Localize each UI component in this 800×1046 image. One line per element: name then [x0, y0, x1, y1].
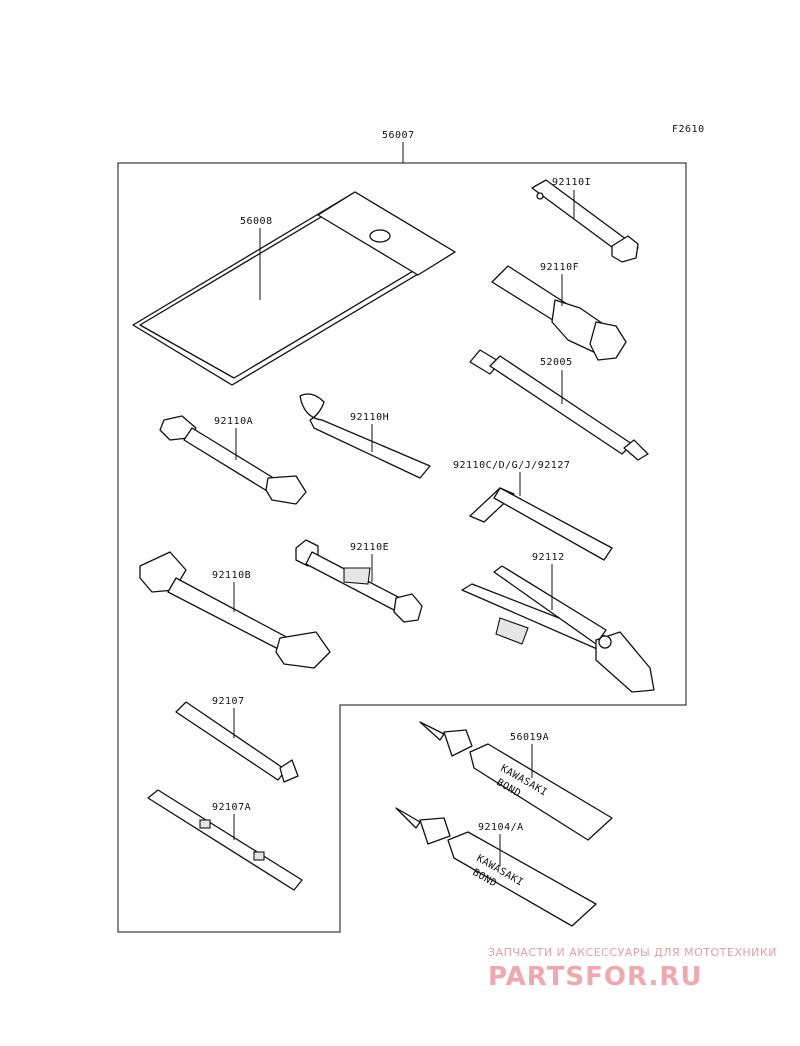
figure-code: F2610: [672, 124, 705, 135]
label-92110H: 92110H: [350, 412, 389, 423]
hex-wrench-set: [469, 487, 613, 561]
screwdriver-92107A: [147, 789, 303, 891]
tube-wrench-92110I: [531, 179, 639, 263]
label-56007: 56007: [382, 130, 415, 141]
bond-tube-92104A: KAWASAKI BOND: [395, 807, 597, 927]
watermark-tagline: ЗАПЧАСТИ И АКСЕССУАРЫ ДЛЯ МОТОТЕХНИКИ: [488, 946, 777, 959]
tool-pouch: [132, 191, 456, 386]
label-92112: 92112: [532, 552, 565, 563]
pliers-92112: [461, 565, 655, 693]
label-92107A: 92107A: [212, 802, 251, 813]
label-92110A: 92110A: [214, 416, 253, 427]
label-92110B: 92110B: [212, 570, 251, 581]
kit-boundary: [117, 162, 687, 933]
label-92110I: 92110I: [552, 177, 591, 188]
open-wrench-92110A: [159, 415, 307, 505]
label-56019A: 56019A: [510, 732, 549, 743]
label-92104A: 92104/A: [478, 822, 524, 833]
label-92110E: 92110E: [350, 542, 389, 553]
screwdriver-92107: [175, 701, 299, 783]
label-92107: 92107: [212, 696, 245, 707]
label-92110C-D-G-J-92127: 92110C/D/G/J/92127: [453, 460, 570, 471]
box-wrench-92110E: [295, 539, 423, 623]
extension-tool-52005: [469, 349, 649, 461]
watermark-site: PARTSFOR.RU: [488, 962, 703, 992]
open-wrench-92110B: [139, 551, 331, 669]
label-92110F: 92110F: [540, 262, 579, 273]
hook-wrench-92110H: [299, 393, 431, 479]
plug-wrench-92110F: [491, 265, 627, 361]
label-52005: 52005: [540, 357, 573, 368]
label-56008: 56008: [240, 216, 273, 227]
